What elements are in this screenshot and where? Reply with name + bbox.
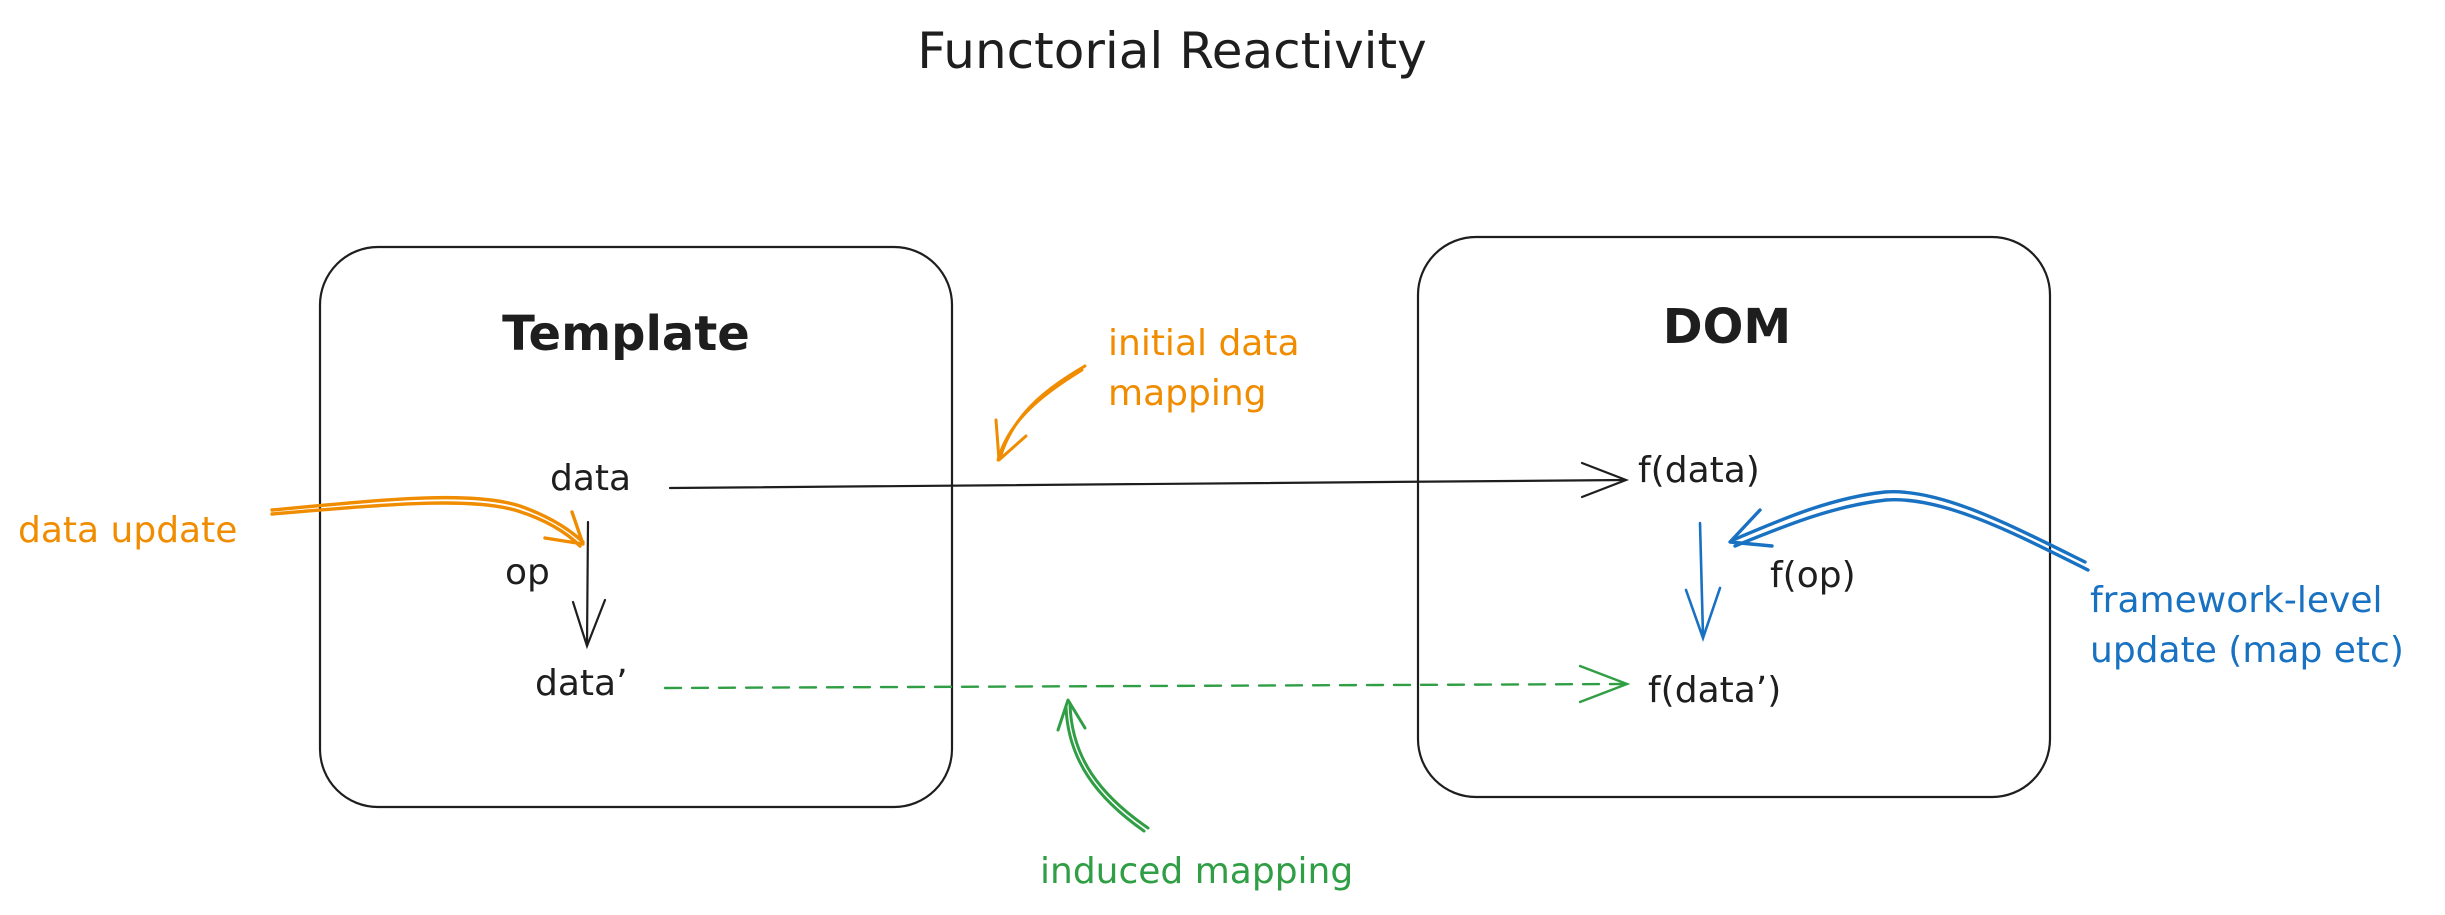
node-f-data-prime: f(data’) [1648, 670, 1781, 711]
node-op: op [505, 552, 550, 593]
dom-box-title: DOM [1663, 299, 1791, 355]
label-initial-mapping-line2: mapping [1108, 373, 1267, 414]
arrow-induced-mapping [663, 664, 1631, 704]
arrow-f-op [1684, 521, 1722, 642]
pointer-framework-update [1728, 490, 2090, 572]
label-data-update: data update [18, 510, 237, 551]
arrow-op [571, 520, 607, 650]
label-induced-mapping: induced mapping [1040, 851, 1353, 892]
template-box [318, 245, 954, 809]
node-data-prime: data’ [535, 663, 628, 704]
arrow-initial-mapping [668, 461, 1630, 499]
label-initial-mapping-line1: initial data [1108, 323, 1300, 364]
template-box-title: Template [502, 306, 750, 362]
pointer-initial-mapping [994, 364, 1087, 462]
node-data: data [550, 458, 631, 499]
label-framework-line1: framework-level [2090, 580, 2382, 621]
diagram-title: Functorial Reactivity [917, 22, 1427, 80]
node-f-data: f(data) [1638, 450, 1760, 491]
pointer-data-update [270, 495, 585, 548]
label-framework-line2: update (map etc) [2090, 630, 2404, 671]
dom-box [1416, 235, 2052, 799]
node-f-op: f(op) [1770, 555, 1856, 596]
pointer-induced-mapping [1056, 698, 1150, 833]
